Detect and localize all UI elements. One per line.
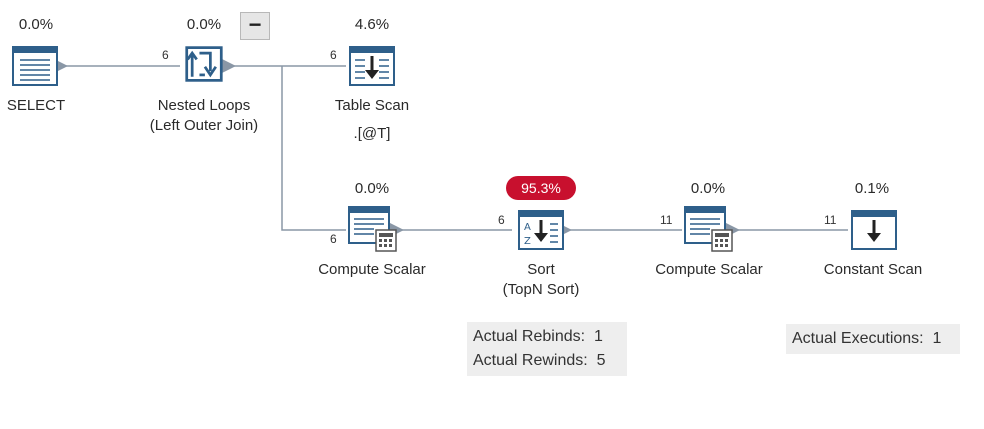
stat-row: Actual Rebinds: 1 xyxy=(473,325,621,349)
cost-percent: 4.6% xyxy=(354,16,390,33)
constant-scan-icon xyxy=(851,210,897,250)
stat-value: 5 xyxy=(596,352,606,369)
svg-text:Z: Z xyxy=(524,236,531,247)
edge-count: 6 xyxy=(330,232,337,246)
node-label: Constant Scan xyxy=(823,261,923,278)
table-scan-icon xyxy=(349,46,395,86)
collapse-button[interactable]: − xyxy=(240,12,270,40)
edge-count: 6 xyxy=(162,48,169,62)
cost-percent: 0.0% xyxy=(18,16,54,33)
stat-label: Actual Rewinds: xyxy=(473,352,588,369)
node-sublabel: (TopN Sort) xyxy=(502,281,580,298)
node-label: Table Scan xyxy=(334,97,410,114)
cost-percent-highlight: 95.3% xyxy=(506,176,576,200)
compute-scalar-icon xyxy=(348,206,397,252)
nested-loops-icon xyxy=(185,46,223,82)
edge-count: 11 xyxy=(824,213,837,227)
node-sublabel: (Left Outer Join) xyxy=(149,117,259,134)
node-label: Sort xyxy=(527,261,555,278)
sort-icon: A Z xyxy=(518,210,564,250)
sort-runtime-stats: Actual Rebinds: 1 Actual Rewinds: 5 xyxy=(467,322,627,376)
edge-count: 6 xyxy=(330,48,337,62)
stat-value: 1 xyxy=(593,328,603,345)
node-label: SELECT xyxy=(6,97,66,114)
node-label: Compute Scalar xyxy=(655,261,763,278)
compute-scalar-icon xyxy=(684,206,733,252)
node-label: Nested Loops xyxy=(157,97,251,114)
node-object: .[@T] xyxy=(353,125,391,142)
constant-scan-runtime-stats: Actual Executions: 1 xyxy=(786,324,960,354)
stat-label: Actual Rebinds: xyxy=(473,328,586,345)
cost-percent: 0.0% xyxy=(354,180,390,197)
stat-label: Actual Executions: xyxy=(792,330,924,347)
svg-text:A: A xyxy=(524,222,531,233)
edge-compute-scalar-to-nested-loops xyxy=(281,66,346,231)
edge-count: 11 xyxy=(660,213,673,227)
select-icon xyxy=(12,46,58,86)
node-label: Compute Scalar xyxy=(318,261,426,278)
stat-value: 1 xyxy=(932,330,942,347)
cost-percent: 0.1% xyxy=(854,180,890,197)
stat-row: Actual Rewinds: 5 xyxy=(473,349,621,373)
cost-percent: 0.0% xyxy=(186,16,222,33)
edge-count: 6 xyxy=(498,213,505,227)
stat-row: Actual Executions: 1 xyxy=(792,327,954,351)
cost-percent: 0.0% xyxy=(690,180,726,197)
